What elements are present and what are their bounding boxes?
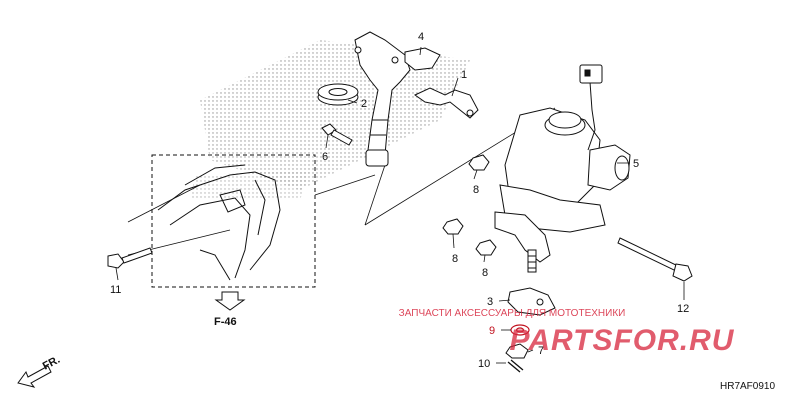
plate-part-4 xyxy=(404,47,441,71)
callout-part-7: 7 xyxy=(538,345,544,357)
wire-connector xyxy=(579,64,603,151)
leader-line xyxy=(127,184,201,223)
front-direction-label: FR. xyxy=(41,354,62,373)
nut-part-8 xyxy=(475,239,497,256)
projection-line xyxy=(364,164,386,226)
power-steering-unit xyxy=(494,107,631,273)
callout-part-1: 1 xyxy=(461,69,467,81)
callout-part-10: 10 xyxy=(478,358,490,370)
frame-bracket-detail xyxy=(157,164,281,281)
nut-part-8 xyxy=(468,154,490,171)
front-direction-arrow xyxy=(17,365,52,388)
tie-rod-end-part-3 xyxy=(507,287,556,316)
callout-part-8: 8 xyxy=(473,184,479,196)
callout-part-9: 9 xyxy=(489,325,495,337)
cotter-pin-part-10 xyxy=(507,359,524,373)
callout-part-4: 4 xyxy=(418,31,424,43)
diagram-code: HR7AF0910 xyxy=(720,381,775,392)
callout-part-6: 6 xyxy=(322,151,328,163)
callout-part-8: 8 xyxy=(482,267,488,279)
callout-part-2: 2 xyxy=(361,98,367,110)
callout-part-5: 5 xyxy=(633,158,639,170)
bolt-part-11 xyxy=(107,247,153,269)
watermark-caption: ЗАПЧАСТИ АКСЕССУАРЫ ДЛЯ МОТОТЕХНИКИ xyxy=(399,308,626,319)
callout-leaders xyxy=(115,46,685,364)
callout-part-8: 8 xyxy=(452,253,458,265)
callout-part-3: 3 xyxy=(487,296,493,308)
projection-line xyxy=(314,174,376,196)
section-ref-arrow xyxy=(214,291,246,311)
nut-part-8 xyxy=(442,218,464,235)
bushing-part-2 xyxy=(317,83,359,106)
nut-part-7 xyxy=(505,343,529,359)
clamp-part-1 xyxy=(414,87,479,119)
bolt-part-12 xyxy=(617,237,693,282)
section-reference: F-46 xyxy=(214,316,237,328)
watermark-logo: PARTSFOR.RU xyxy=(510,324,735,357)
washer-part-9 xyxy=(510,324,530,336)
steering-column-shaft xyxy=(354,31,411,167)
callout-part-12: 12 xyxy=(677,303,689,315)
callout-part-11: 11 xyxy=(110,284,121,296)
bolt-part-6 xyxy=(321,123,353,146)
